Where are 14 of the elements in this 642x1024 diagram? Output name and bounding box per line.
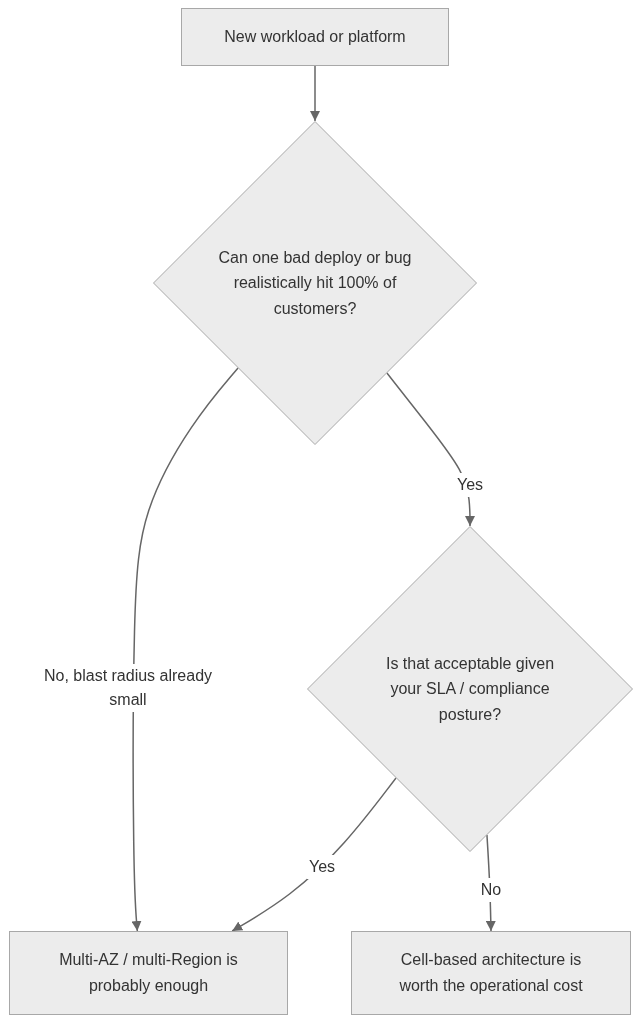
process-box xyxy=(181,8,449,66)
decision-question: Is that acceptable given your SLA / compliance posture? xyxy=(384,653,556,725)
process-box xyxy=(351,931,631,1015)
decision-question: Can one bad deploy or bug realistically hit 100% of customers? xyxy=(217,247,413,319)
decision-diamond xyxy=(153,121,477,445)
edge-label: Yes xyxy=(306,855,338,879)
process-label: Multi-AZ / multi-Region is probably enough xyxy=(58,950,239,996)
decision-diamond xyxy=(307,526,633,852)
process-label: New workload or platform xyxy=(223,27,407,48)
process-label: Cell-based architecture is worth the operational cost xyxy=(398,950,584,996)
arrow xyxy=(131,367,239,932)
edge-label: Yes xyxy=(454,473,486,497)
process-box xyxy=(9,931,288,1015)
arrow xyxy=(310,65,320,122)
